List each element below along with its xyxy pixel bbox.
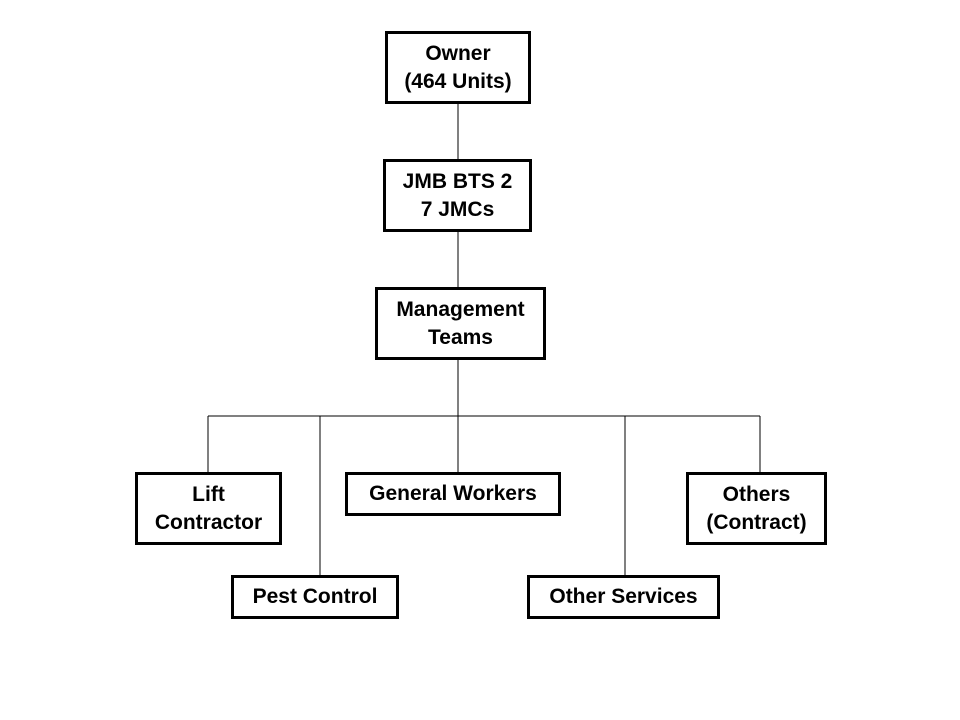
node-services-line1: Other Services: [549, 585, 698, 608]
node-management-line1: Management: [396, 297, 525, 321]
node-pest-line1: Pest Control: [252, 585, 378, 608]
node-jmb-line1: JMB BTS 2: [402, 169, 513, 193]
node-others-contract: Others (Contract): [686, 472, 827, 545]
node-jmb: JMB BTS 2 7 JMCs: [383, 159, 532, 232]
node-others-line2: (Contract): [706, 510, 807, 534]
node-management-line2: Teams: [428, 325, 493, 349]
node-others-line1: Others: [722, 482, 791, 506]
node-management-teams: Management Teams: [375, 287, 546, 360]
node-lift-line2: Contractor: [154, 510, 263, 534]
node-owner: Owner (464 Units): [385, 31, 531, 104]
node-general-line1: General Workers: [369, 482, 537, 505]
node-jmb-line2: 7 JMCs: [420, 197, 495, 221]
node-lift-contractor: Lift Contractor: [135, 472, 282, 545]
node-pest-control: Pest Control: [231, 575, 399, 619]
node-other-services: Other Services: [527, 575, 720, 619]
node-owner-line1: Owner: [425, 41, 491, 65]
node-lift-line1: Lift: [192, 482, 225, 506]
node-general-workers: General Workers: [345, 472, 561, 516]
node-owner-line2: (464 Units): [404, 69, 512, 93]
